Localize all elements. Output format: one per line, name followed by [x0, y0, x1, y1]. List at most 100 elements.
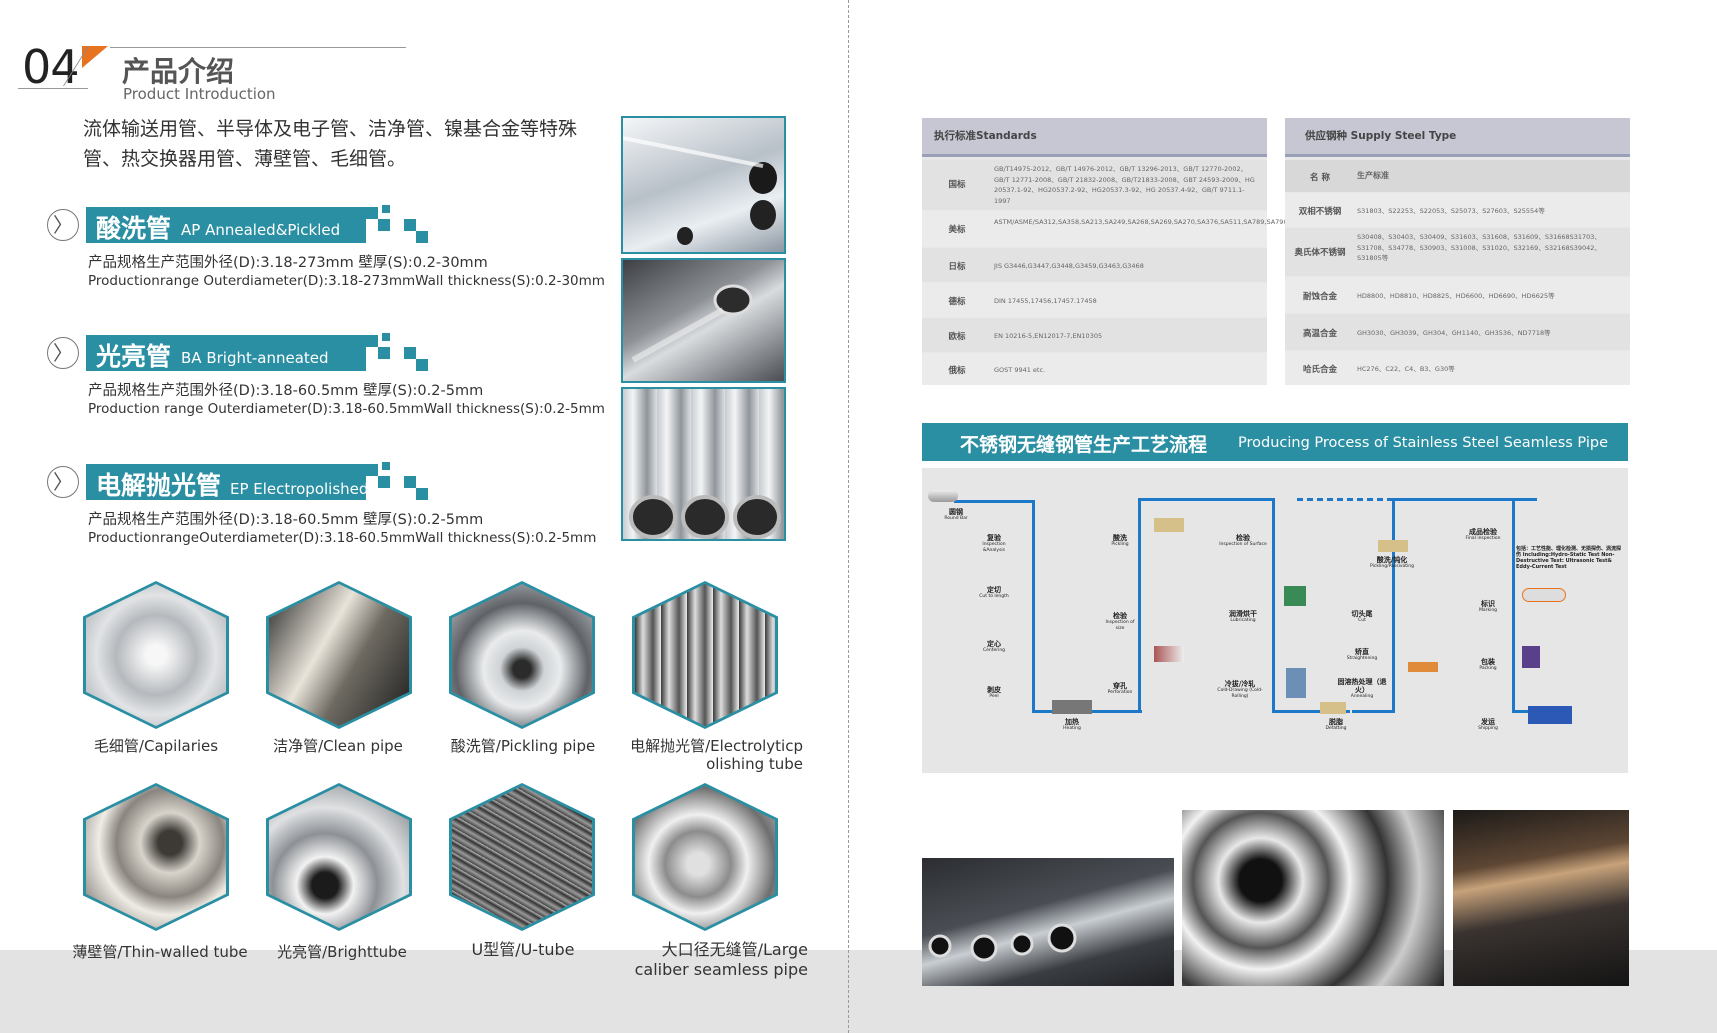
pipe-illustration [928, 923, 1077, 962]
deco-square [382, 205, 390, 213]
section-subtitle: Product Introduction [123, 85, 276, 103]
gallery-hex-pickling-pipe [449, 581, 595, 729]
deco-square [416, 359, 428, 371]
packing-icon [1522, 646, 1540, 668]
deco-square [404, 476, 416, 488]
flow-line [1138, 498, 1274, 501]
product-spec-en: Production range Outerdiameter(D):3.18-6… [88, 401, 605, 417]
passivating-tank-icon [1378, 540, 1408, 552]
deco-square [404, 347, 416, 359]
flow-line [1512, 498, 1515, 713]
gallery-hex-thin-walled [83, 783, 229, 931]
deco-square [378, 219, 390, 231]
gallery-caption: 酸洗管/Pickling pipe [450, 737, 596, 755]
product-name-zh: 酸洗管 [96, 214, 172, 243]
product-spec-zh: 产品规格生产范围外径(D):3.18-60.5mm 壁厚(S):0.2-5mm [88, 512, 484, 528]
product-spec-zh: 产品规格生产范围外径(D):3.18-60.5mm 壁厚(S):0.2-5mm [88, 383, 484, 399]
deco-square [378, 476, 390, 488]
steel-header: 供应钢种 Supply Steel Type [1285, 118, 1630, 157]
section-title: 产品介绍 [122, 55, 235, 88]
gallery-hex-u-tube [449, 783, 595, 931]
table-header-row: 名 称生产标准 [1285, 160, 1630, 192]
deco-square [378, 347, 390, 359]
gallery-hex-electrolytic-tube [632, 581, 778, 729]
deco-square [366, 335, 378, 347]
deco-square [366, 207, 378, 219]
gallery-caption: 毛细管/Capilaries [93, 737, 219, 755]
deco-square [416, 231, 428, 243]
round-bar-icon [928, 490, 958, 502]
gallery-caption: 大口径无缝管/Large caliber seamless pipe [634, 940, 808, 979]
product-name-zh: 光亮管 [96, 342, 172, 371]
gallery-hex-clean-pipe [266, 581, 412, 729]
photo-factory [1453, 810, 1629, 986]
photo-tube-stack [922, 858, 1174, 986]
page-fold-line [848, 0, 849, 1033]
process-title-en: Producing Process of Stainless Steel Sea… [1238, 435, 1609, 451]
product-name-zh: 电解抛光管 [96, 471, 222, 500]
deco-square [366, 464, 378, 476]
gallery-hex-large-caliber [632, 783, 778, 931]
flow-line [1032, 500, 1035, 712]
process-step: 固溶热处理（退火）Annealing [1337, 678, 1387, 699]
deco-square [416, 488, 428, 500]
pipe-illustration [631, 284, 753, 363]
flow-line [1392, 498, 1537, 501]
gallery-hex-capillaries [83, 581, 229, 729]
header-rule-lower [18, 88, 88, 89]
flow-line [954, 500, 1034, 503]
photo-pipe-ends [1182, 810, 1444, 986]
cold-drawing-icon [1286, 668, 1306, 698]
header-rule [110, 47, 406, 48]
pipe-illustration [623, 136, 777, 245]
gallery-hex-bright-tube [266, 783, 412, 931]
flow-line-dashed [1297, 498, 1392, 501]
product-bar-ap: 酸洗管 AP Annealed&Pickled [86, 207, 366, 243]
gallery-caption: U型管/U-tube [471, 940, 575, 959]
annealing-icon [1408, 662, 1438, 672]
product-name-en: BA Bright-anneated [181, 349, 329, 367]
pipe-illustration [629, 495, 781, 539]
section-number: 04 [22, 40, 80, 94]
orange-triangle-icon [82, 46, 108, 68]
flow-line [1352, 710, 1394, 713]
defatting-tank-icon [1320, 702, 1346, 714]
product-bar-ep: 电解抛光管 EP Electropolished [86, 464, 369, 500]
gallery-caption: 薄壁管/Thin-walled tube [72, 943, 248, 961]
product-bar-ba: 光亮管 BA Bright-anneated [86, 335, 366, 371]
flow-line [1138, 498, 1141, 713]
product-name-en: EP Electropolished [230, 480, 369, 498]
heating-furnace-icon [1052, 700, 1092, 714]
product-spec-en: Productionrange Outerdiameter(D):3.18-27… [88, 273, 605, 289]
intro-text: 流体输送用管、半导体及电子管、洁净管、镍基合金等特殊管、热交换器用管、薄壁管、毛… [83, 118, 578, 170]
standards-header: 执行标准Standards [922, 118, 1267, 157]
product-photo-ba [621, 258, 786, 383]
deco-square [382, 462, 390, 470]
